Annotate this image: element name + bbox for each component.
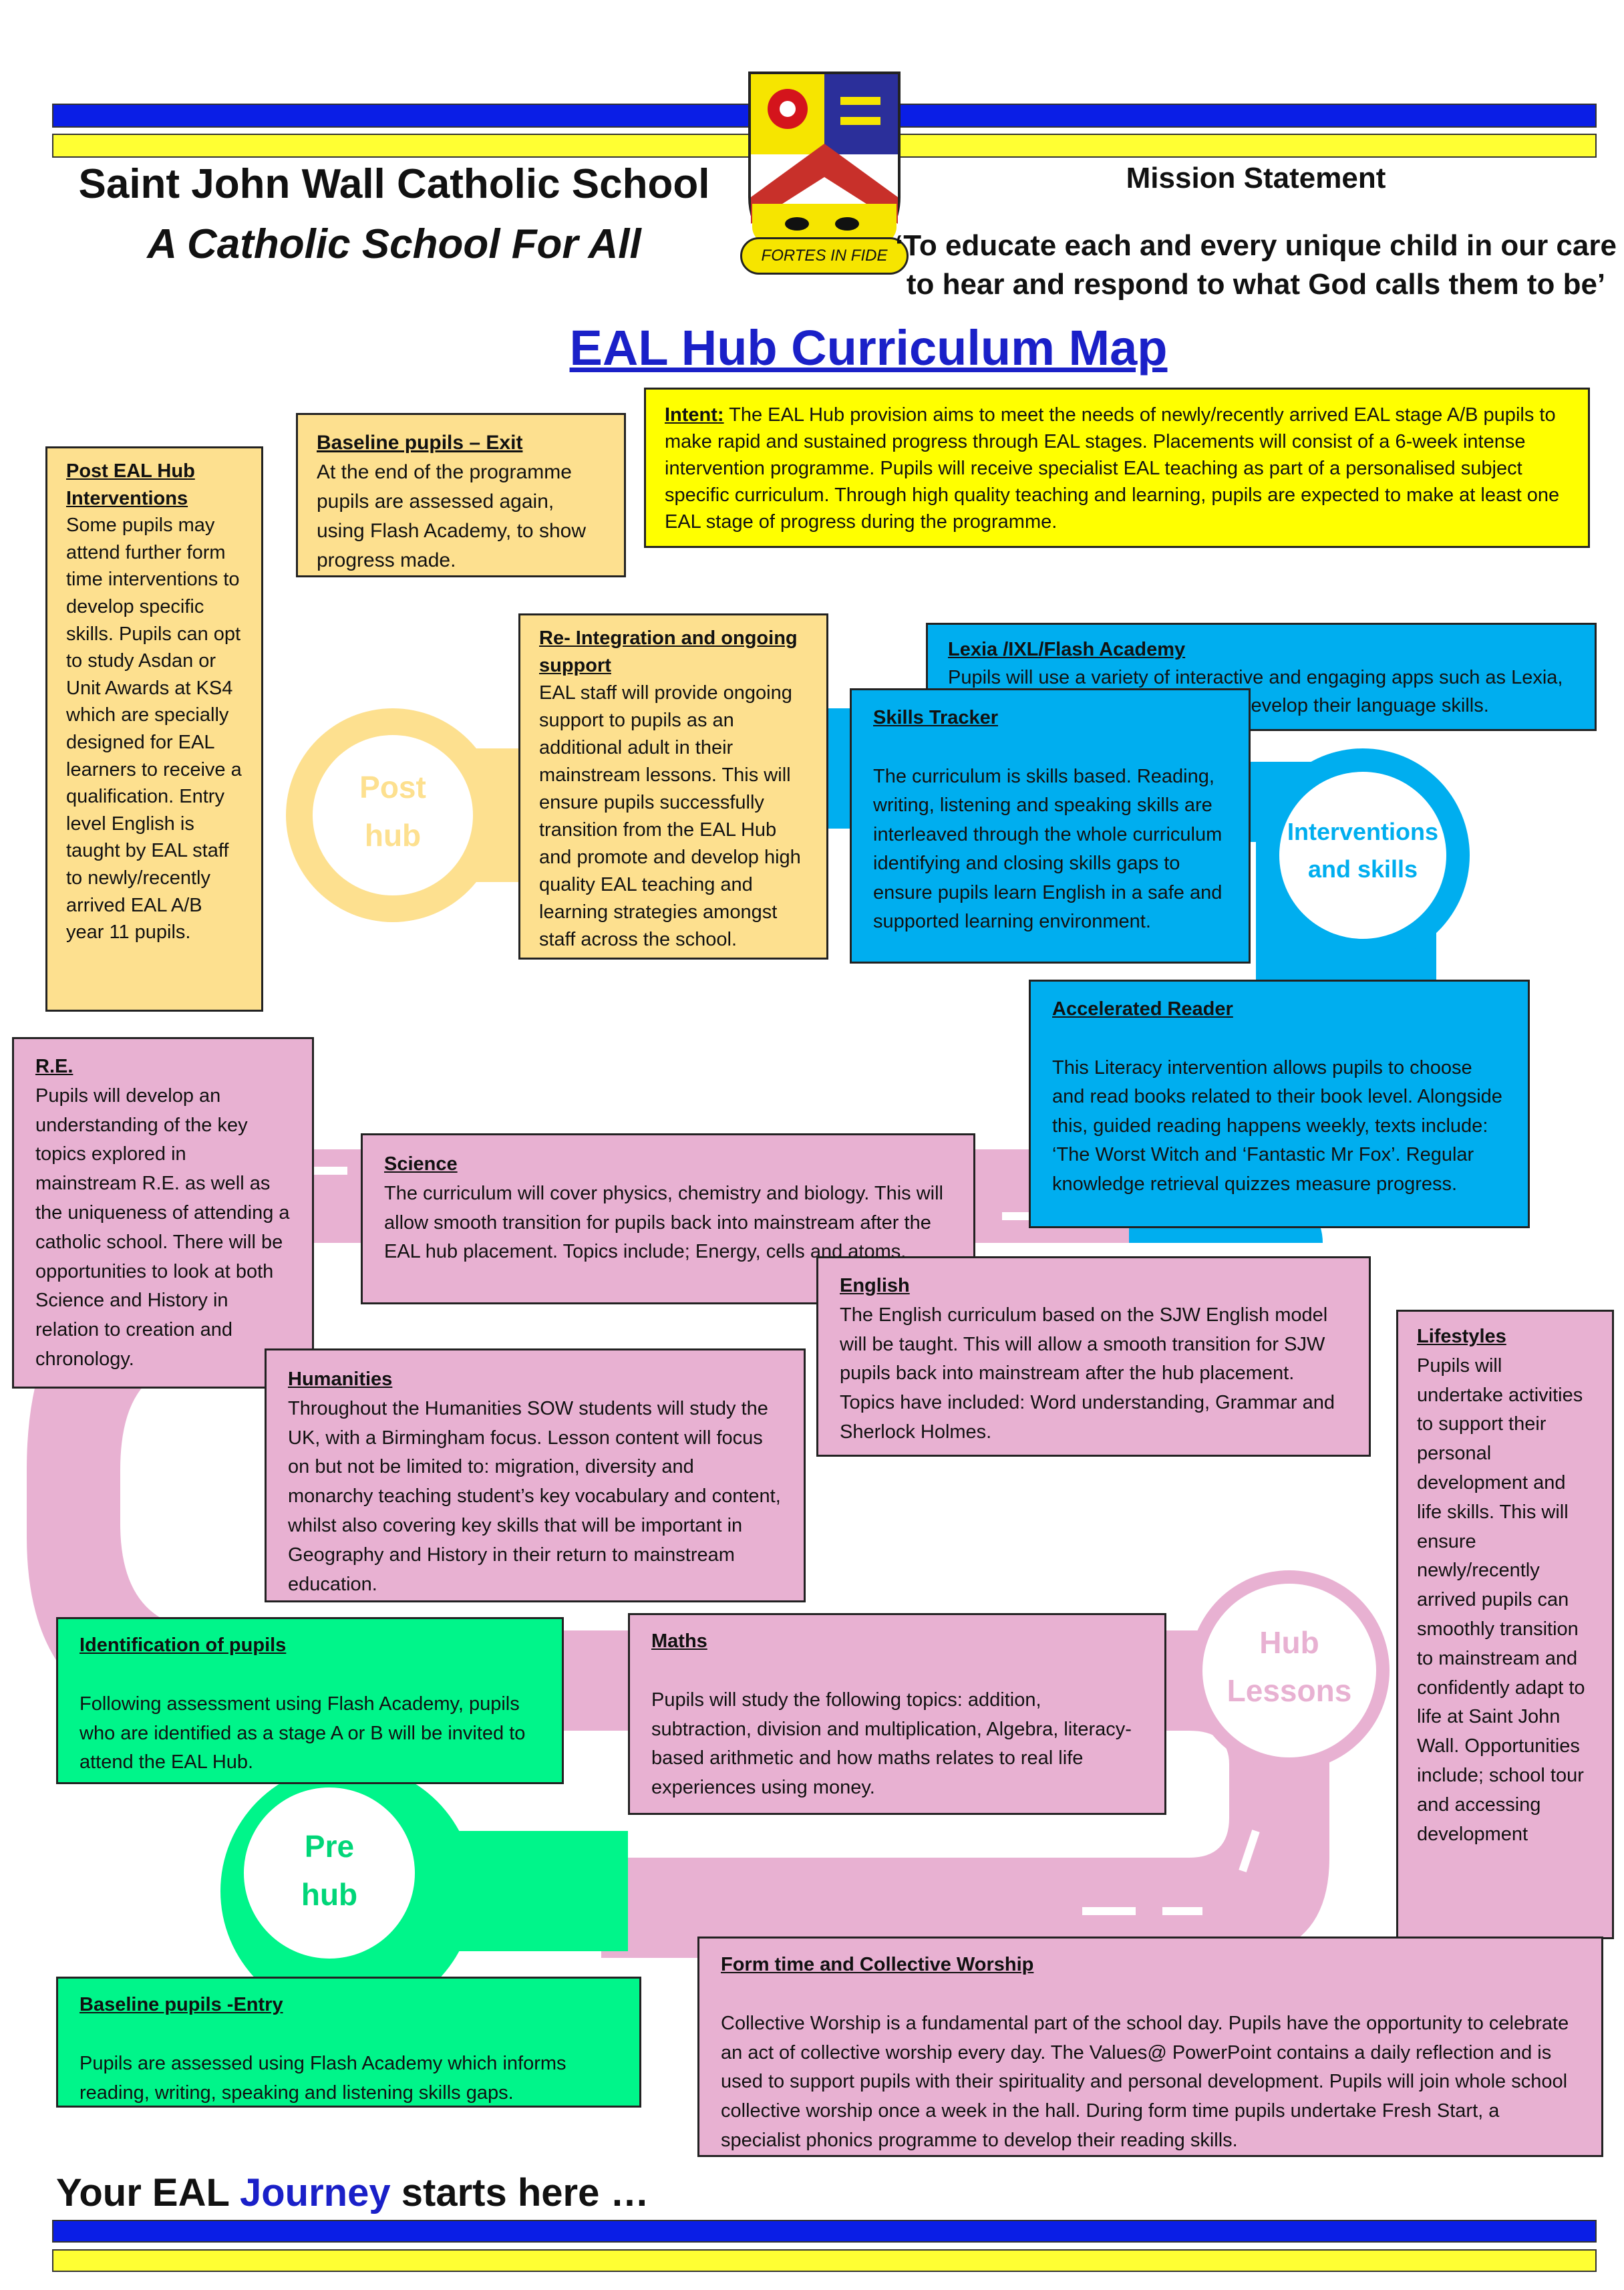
baseline-exit-text: At the end of the programme pupils are a…: [317, 461, 586, 571]
reintegration-box: Re- Integration and ongoing support EAL …: [518, 613, 828, 960]
baseline-entry-text: Pupils are assessed using Flash Academy …: [79, 2052, 566, 2104]
mission-line-1: ‘To educate each and every unique child …: [895, 229, 1617, 262]
accelerated-reader-heading: Accelerated Reader: [1052, 998, 1233, 1020]
science-box: Science The curriculum will cover physic…: [361, 1133, 975, 1304]
school-tagline: A Catholic School For All: [147, 221, 641, 267]
interventions-circle: Interventions and skills: [1279, 772, 1446, 939]
accelerated-reader-text: This Literacy intervention allows pupils…: [1052, 1056, 1502, 1195]
form-time-text: Collective Worship is a fundamental part…: [721, 2012, 1569, 2151]
school-name: Saint John Wall Catholic School: [78, 161, 710, 207]
baseline-exit-heading: Baseline pupils – Exit: [317, 432, 523, 454]
lessons-label-1: Hub: [1259, 1625, 1319, 1660]
baseline-entry-gap: [79, 2020, 618, 2049]
reintegration-heading: Re- Integration and ongoing support: [539, 627, 798, 676]
intent-heading: Intent:: [665, 404, 724, 426]
page-title: EAL Hub Curriculum Map: [569, 320, 1168, 376]
baseline-exit-box: Baseline pupils – Exit At the end of the…: [296, 413, 626, 577]
baseline-entry-heading: Baseline pupils -Entry: [79, 1994, 283, 2015]
form-time-gap: [721, 1980, 1580, 2009]
footer-part-1: Your EAL: [56, 2171, 240, 2214]
pre-hub-label-1: Pre: [304, 1829, 355, 1864]
lifestyles-heading: Lifestyles: [1417, 1326, 1506, 1347]
post-eal-box: Post EAL Hub Interventions Some pupils m…: [45, 446, 263, 1012]
english-heading: English: [840, 1275, 910, 1296]
skills-tracker-heading: Skills Tracker: [873, 707, 999, 728]
skills-tracker-box: Skills Tracker The curriculum is skills …: [850, 688, 1251, 964]
lifestyles-box: Lifestyles Pupils will undertake activit…: [1396, 1310, 1614, 1939]
science-text: The curriculum will cover physics, chemi…: [384, 1182, 943, 1263]
re-heading: R.E.: [35, 1056, 73, 1077]
lifestyles-text: Pupils will undertake activities to supp…: [1417, 1354, 1585, 1845]
reintegration-text: EAL staff will provide ongoing support t…: [539, 682, 801, 950]
lessons-circle: Hub Lessons: [1202, 1584, 1376, 1757]
pre-hub-label-2: hub: [301, 1877, 358, 1912]
interventions-label-1: Interventions: [1287, 818, 1439, 845]
science-heading: Science: [384, 1153, 458, 1175]
humanities-box: Humanities Throughout the Humanities SOW…: [265, 1348, 806, 1602]
accelerated-reader-gap: [1052, 1024, 1506, 1054]
form-time-box: Form time and Collective Worship Collect…: [697, 1937, 1603, 2157]
footer-heading: Your EAL Journey starts here …: [56, 2170, 925, 2224]
lexia-heading: Lexia /IXL/Flash Academy: [948, 639, 1186, 660]
mission-line-2: to hear and respond to what God calls th…: [906, 268, 1606, 301]
post-hub-circle: Post hub: [313, 735, 473, 895]
identification-heading: Identification of pupils: [79, 1634, 287, 1656]
english-text: The English curriculum based on the SJW …: [840, 1304, 1335, 1443]
accelerated-reader-box: Accelerated Reader This Literacy interve…: [1029, 980, 1530, 1228]
lessons-label-2: Lessons: [1227, 1673, 1352, 1708]
identification-text: Following assessment using Flash Academy…: [79, 1693, 526, 1773]
footer-part-3: starts here …: [390, 2171, 649, 2214]
lexia-box: Lexia /IXL/Flash Academy Pupils will use…: [926, 623, 1597, 731]
re-box: R.E. Pupils will develop an understandin…: [12, 1037, 314, 1389]
intent-text: The EAL Hub provision aims to meet the n…: [665, 404, 1560, 533]
identification-box: Identification of pupils Following asses…: [56, 1617, 564, 1784]
baseline-entry-box: Baseline pupils -Entry Pupils are assess…: [56, 1977, 641, 2108]
crest-motto: FORTES IN FIDE: [740, 237, 909, 275]
english-box: English The English curriculum based on …: [816, 1256, 1371, 1457]
humanities-text: Throughout the Humanities SOW students w…: [288, 1397, 781, 1595]
identification-gap: [79, 1661, 540, 1690]
interventions-label-2: and skills: [1307, 855, 1418, 883]
post-eal-heading: Post EAL Hub Interventions: [66, 460, 195, 509]
post-eal-text: Some pupils may attend further form time…: [66, 515, 242, 944]
humanities-heading: Humanities: [288, 1369, 393, 1390]
post-hub-label-2: hub: [364, 818, 422, 853]
maths-text: Pupils will study the following topics: …: [651, 1689, 1132, 1799]
post-hub-label-1: Post: [359, 770, 426, 805]
school-crest: FORTES IN FIDE: [740, 70, 909, 284]
form-time-heading: Form time and Collective Worship: [721, 1954, 1034, 1975]
skills-tracker-text: The curriculum is skills based. Reading,…: [873, 765, 1223, 933]
bottom-blue-band: [52, 2220, 1597, 2243]
re-text: Pupils will develop an understanding of …: [35, 1085, 290, 1370]
intent-box: Intent: The EAL Hub provision aims to me…: [644, 388, 1590, 548]
maths-box: Maths Pupils will study the following to…: [628, 1613, 1166, 1815]
mission-heading: Mission Statement: [1126, 162, 1386, 194]
footer-journey: Journey: [240, 2171, 391, 2214]
pre-hub-circle: Pre hub: [244, 1787, 415, 1959]
maths-gap: [651, 1657, 1143, 1686]
maths-heading: Maths: [651, 1630, 707, 1652]
skills-tracker-gap: [873, 733, 1227, 762]
bottom-yellow-band: [52, 2249, 1597, 2272]
